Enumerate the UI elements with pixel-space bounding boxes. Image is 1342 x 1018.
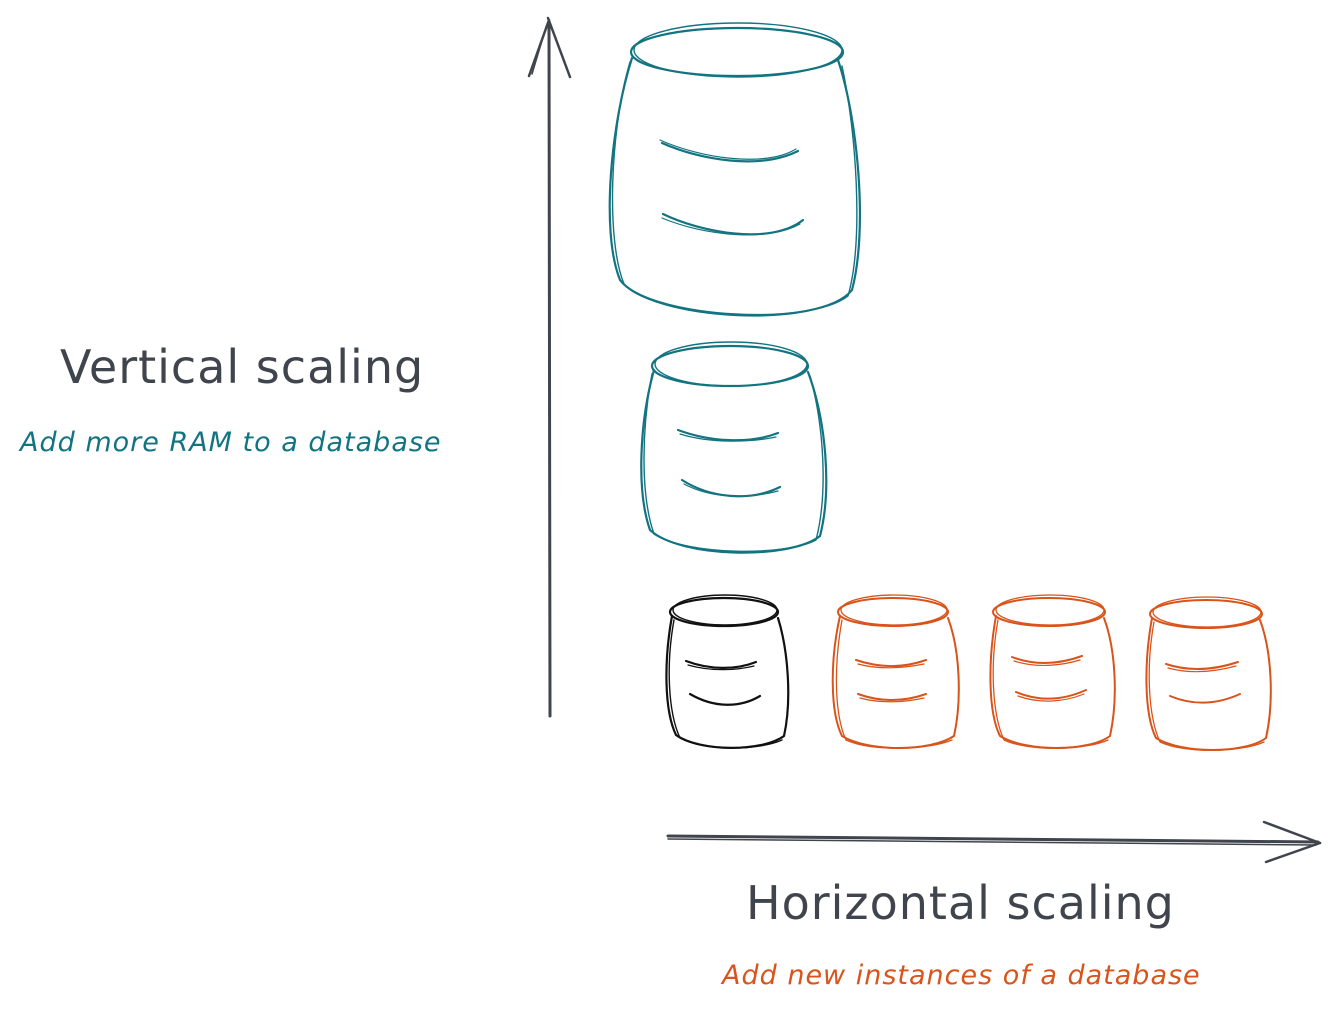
database-instance-2-icon xyxy=(989,594,1116,749)
horizontal-axis-arrow-icon xyxy=(666,820,1322,864)
database-large-icon xyxy=(608,22,861,317)
vertical-axis-arrow-icon xyxy=(527,16,572,718)
vertical-scaling-subtitle: Add more RAM to a database xyxy=(20,427,442,458)
horizontal-scaling-title: Horizontal scaling xyxy=(746,876,1175,930)
database-instance-1-icon xyxy=(831,594,960,749)
vertical-scaling-title: Vertical scaling xyxy=(60,340,425,394)
horizontal-scaling-subtitle: Add new instances of a database xyxy=(722,960,1201,991)
database-medium-icon xyxy=(640,341,828,554)
database-base-icon xyxy=(665,594,790,749)
database-instance-3-icon xyxy=(1145,596,1272,751)
